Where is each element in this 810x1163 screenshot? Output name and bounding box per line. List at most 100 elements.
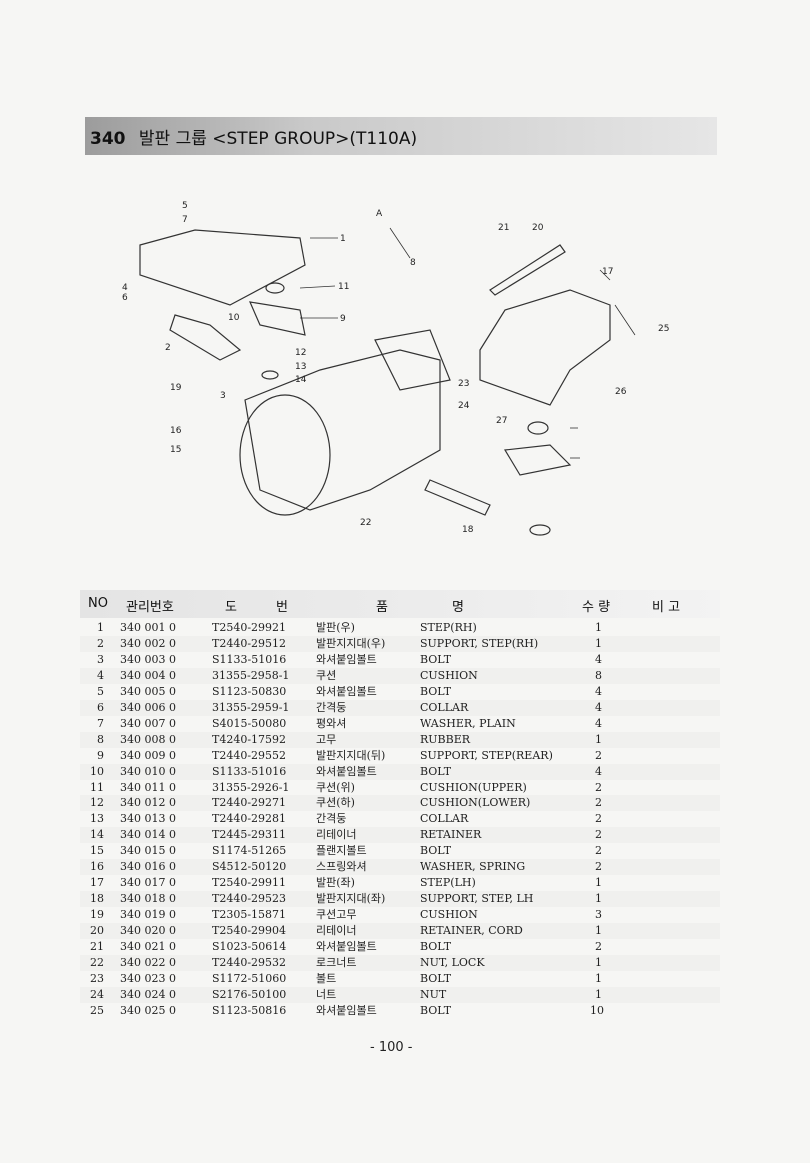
row-quantity: 1 — [595, 987, 602, 1001]
row-management-no: 340 007 0 — [120, 716, 176, 730]
row-drawing-no: T4240-17592 — [212, 732, 287, 746]
row-no: 16 — [90, 860, 104, 874]
row-name-korean: 발판지지대(뒤) — [316, 748, 386, 762]
view-label-a: A — [376, 209, 383, 219]
row-name-korean: 볼트 — [316, 971, 337, 985]
row-management-no: 340 008 0 — [120, 732, 176, 746]
row-name-english: NUT — [420, 987, 447, 1001]
row-drawing-no: S1174-51265 — [212, 844, 287, 858]
row-management-no: 340 003 0 — [120, 652, 176, 666]
row-drawing-no: T2440-29271 — [212, 796, 287, 810]
transmission-housing — [244, 349, 441, 511]
row-quantity: 1 — [595, 971, 602, 985]
row-drawing-no: S1023-50614 — [212, 940, 287, 954]
row-drawing-no: S1133-51016 — [212, 764, 287, 778]
row-name-english: BOLT — [420, 971, 452, 985]
row-quantity: 1 — [595, 956, 602, 970]
row-name-korean: 간격둥 — [316, 700, 347, 714]
row-no: 25 — [90, 1003, 104, 1017]
row-management-no: 340 017 0 — [120, 876, 176, 890]
row-drawing-no: T2440-29532 — [212, 956, 287, 970]
label-2: 2 — [165, 343, 171, 353]
row-no: 21 — [90, 940, 104, 954]
row-drawing-no: T2440-29523 — [212, 892, 287, 906]
col-no: NO — [88, 596, 108, 611]
row-name-english: SUPPORT, STEP(RH) — [420, 636, 539, 650]
group-number: 340 — [90, 129, 126, 149]
row-quantity: 1 — [595, 924, 602, 938]
row-management-no: 340 005 0 — [120, 684, 176, 698]
row-drawing-no: S4512-50120 — [212, 860, 287, 874]
row-management-no: 340 002 0 — [120, 636, 176, 650]
label-24: 24 — [458, 401, 470, 411]
page-title: 340 발판 그룹 <STEP GROUP>(T110A) — [90, 124, 417, 149]
row-name-korean: 와셔붙임볼트 — [316, 684, 377, 698]
label-12: 12 — [295, 348, 306, 358]
page-number: - 100 - — [370, 1040, 413, 1055]
row-quantity: 1 — [595, 636, 602, 650]
row-name-english: COLLAR — [420, 812, 469, 826]
row-name-english: BOLT — [420, 940, 452, 954]
row-name-english: RETAINER, CORD — [420, 924, 523, 938]
label-17: 17 — [602, 267, 613, 277]
row-name-korean: 플랜지볼트 — [316, 844, 367, 858]
row-no: 15 — [90, 844, 104, 858]
row-name-korean: 발판(우) — [316, 621, 355, 634]
step-plate-lh — [479, 289, 611, 406]
row-name-english: RUBBER — [420, 732, 471, 746]
row-no: 22 — [90, 956, 104, 970]
title-bar — [85, 117, 717, 155]
row-drawing-no: T2305-15871 — [212, 908, 287, 922]
row-no: 5 — [97, 684, 104, 698]
row-quantity: 4 — [595, 652, 602, 666]
row-name-english: STEP(LH) — [420, 876, 476, 890]
row-no: 19 — [90, 908, 104, 922]
row-quantity: 4 — [595, 764, 602, 778]
support-step-lh — [424, 479, 491, 516]
row-no: 14 — [90, 828, 104, 842]
row-no: 11 — [90, 780, 104, 794]
row-no: 10 — [90, 764, 104, 778]
row-quantity: 2 — [595, 844, 602, 858]
row-management-no: 340 019 0 — [120, 908, 176, 922]
row-name-korean: 와셔붙임볼트 — [316, 652, 377, 666]
row-management-no: 340 012 0 — [120, 796, 176, 810]
cushion-14a — [261, 370, 279, 380]
label-6: 6 — [122, 293, 128, 303]
label-3: 3 — [220, 391, 226, 401]
row-no: 2 — [97, 636, 104, 650]
label-11: 11 — [338, 282, 349, 292]
label-21: 21 — [498, 223, 509, 233]
row-management-no: 340 014 0 — [120, 828, 176, 842]
row-name-korean: 로크너트 — [316, 956, 357, 970]
exploded-parts-diagram: 1 2 3 4 5 6 7 8 9 10 11 12 13 14 15 16 1… — [122, 201, 669, 536]
row-management-no: 340 022 0 — [120, 956, 176, 970]
row-management-no: 340 004 0 — [120, 668, 176, 682]
label-23: 23 — [458, 379, 469, 389]
label-5: 5 — [182, 201, 188, 211]
row-name-korean: 쿠션 — [316, 668, 337, 682]
label-1: 1 — [340, 234, 346, 244]
row-name-korean: 너트 — [316, 987, 337, 1001]
row-name-korean: 발판(좌) — [316, 876, 355, 890]
row-no: 6 — [97, 700, 104, 714]
col-remarks: 비 고 — [652, 600, 681, 615]
step-plate-rh — [139, 229, 306, 306]
